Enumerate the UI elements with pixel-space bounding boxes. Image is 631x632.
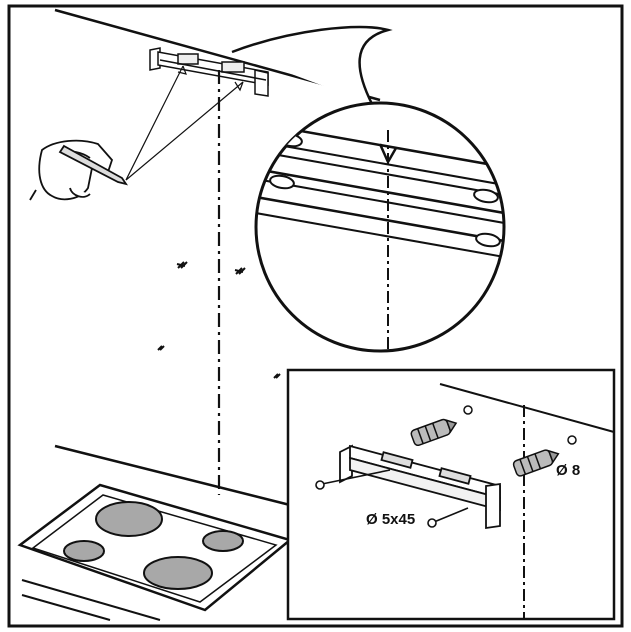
screw-icon: [315, 469, 469, 528]
magnifier-detail-icon: [254, 101, 506, 353]
countertop-lines: [54, 444, 291, 507]
ceiling-bracket-icon: [149, 47, 269, 97]
wall-plug-diameter-label: Ø 8: [556, 462, 581, 479]
wall-plug-icon: [410, 418, 560, 477]
screw-size-label: Ø 5x45: [366, 511, 416, 528]
wall-holes: [463, 405, 577, 445]
magnifier-tail: [231, 25, 393, 105]
wall-drill-marks: [157, 261, 281, 379]
marking-guide-lines: [125, 65, 244, 181]
hob-icon: [17, 483, 293, 621]
pencil-hand-icon: [29, 139, 129, 201]
outer-frame: [7, 4, 624, 628]
